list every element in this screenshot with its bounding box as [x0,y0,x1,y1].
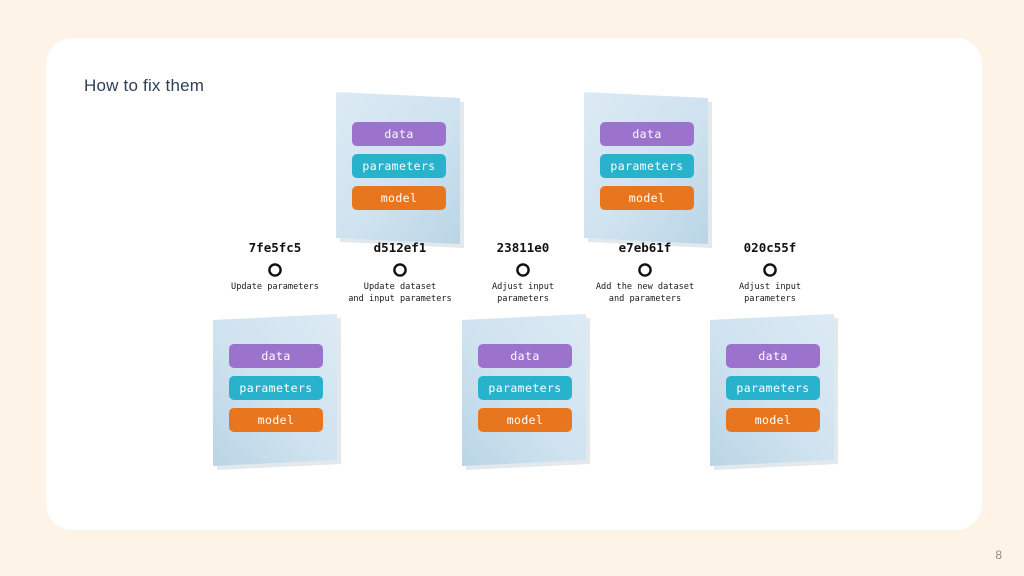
card-chip-stack: data parameters model [462,310,586,463]
card-chip-stack: data parameters model [710,310,834,463]
card-chip-stack: data parameters model [213,310,337,463]
page-number: 8 [995,548,1002,562]
chip-model: model [600,186,694,211]
commit-description-line: Add the new dataset [595,282,695,292]
commit-card-020c55f: data parameters model [710,310,838,470]
commit-description-line: Update parameters [231,282,319,292]
commit-hash-d512ef1[interactable]: d512ef1 [373,240,427,255]
commit-hash-e7eb61f[interactable]: e7eb61f [618,240,672,255]
chip-data: data [229,343,323,368]
chip-model: model [478,407,572,432]
commit-card-d512ef1: data parameters model [336,88,464,248]
chip-model: model [229,407,323,432]
chip-parameters: parameters [726,375,820,400]
chip-parameters: parameters [229,375,323,400]
chip-model: model [726,407,820,432]
commit-card-23811e0: data parameters model [462,310,590,470]
commit-description-line: Adjust input [491,282,555,292]
commit-description-line: parameters [744,293,796,304]
chip-data: data [726,343,820,368]
commit-description-line: and input parameters [348,293,452,304]
commit-description-line: and parameters [608,293,682,304]
chip-parameters: parameters [600,154,694,179]
chip-model: model [352,186,446,211]
chip-data: data [600,122,694,147]
commit-hash-7fe5fc5[interactable]: 7fe5fc5 [248,240,302,255]
commit-description-7fe5fc5: Update parameters [185,282,365,294]
commit-description-line: Adjust input [738,282,802,292]
chip-data: data [478,343,572,368]
commit-card-e7eb61f: data parameters model [584,88,712,248]
commit-hash-020c55f[interactable]: 020c55f [743,240,797,255]
commit-hash-23811e0[interactable]: 23811e0 [496,240,550,255]
commit-description-line: Update dataset [363,282,437,292]
commit-card-7fe5fc5: data parameters model [213,310,341,470]
card-chip-stack: data parameters model [336,88,460,241]
chip-parameters: parameters [478,375,572,400]
commit-description-line: parameters [497,293,549,304]
page-title: How to fix them [84,76,205,95]
card-chip-stack: data parameters model [584,88,708,241]
chip-data: data [352,122,446,147]
chip-parameters: parameters [352,154,446,179]
